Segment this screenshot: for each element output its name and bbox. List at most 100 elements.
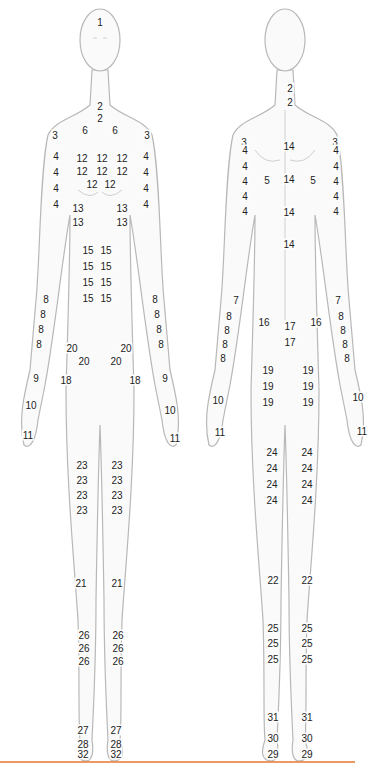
callout-number: 23 [110,505,123,516]
callout-number: 14 [282,141,295,152]
callout-number: 4 [241,176,249,187]
callout-number: 3 [51,130,59,141]
callout-number: 4 [142,151,150,162]
callout-number: 14 [282,207,295,218]
callout-number: 25 [300,638,313,649]
callout-number: 4 [332,161,340,172]
callout-number: 4 [142,199,150,210]
callout-number: 13 [71,203,84,214]
callout-number: 10 [24,400,37,411]
back-figure [207,9,364,761]
callout-number: 2 [96,101,104,112]
callout-number: 3 [143,130,151,141]
callout-number: 15 [81,293,94,304]
callout-number: 1 [96,17,104,28]
callout-number: 24 [265,495,278,506]
callout-number: 24 [300,447,313,458]
callout-number: 24 [265,447,278,458]
callout-number: 21 [74,578,87,589]
callout-number: 8 [39,309,47,320]
callout-number: 4 [52,167,60,178]
callout-number: 24 [265,479,278,490]
callout-number: 2 [96,113,104,124]
callout-number: 20 [65,343,78,354]
callout-number: 24 [300,463,313,474]
callout-number: 15 [99,261,112,272]
callout-number: 8 [155,324,163,335]
callout-number: 23 [75,460,88,471]
callout-number: 15 [99,293,112,304]
callout-number: 11 [356,426,368,437]
callout-number: 24 [300,479,313,490]
callout-number: 4 [241,161,249,172]
callout-number: 4 [52,151,60,162]
callout-number: 6 [111,125,119,136]
callout-number: 5 [309,175,317,186]
callout-number: 29 [266,749,279,760]
callout-number: 24 [300,495,313,506]
callout-number: 30 [266,733,279,744]
callout-number: 19 [301,381,314,392]
callout-number: 12 [95,166,108,177]
callout-number: 20 [109,356,122,367]
callout-number: 18 [59,375,72,386]
callout-number: 8 [223,325,231,336]
callout-number: 32 [76,749,89,760]
callout-number: 6 [81,125,89,136]
callout-number: 31 [266,712,279,723]
callout-number: 19 [301,397,314,408]
callout-number: 12 [103,179,116,190]
callout-number: 23 [110,460,123,471]
callout-number: 4 [52,183,60,194]
callout-number: 2 [286,97,294,108]
callout-number: 26 [111,643,124,654]
callout-number: 8 [221,339,229,350]
callout-number: 4 [241,145,249,156]
callout-number: 23 [110,490,123,501]
callout-number: 4 [241,191,249,202]
callout-number: 9 [32,373,40,384]
callout-number: 23 [75,475,88,486]
callout-number: 13 [115,217,128,228]
callout-number: 20 [119,343,132,354]
callout-number: 30 [300,733,313,744]
callout-number: 24 [265,463,278,474]
callout-number: 16 [309,317,322,328]
callout-number: 31 [300,712,313,723]
callout-number: 19 [261,397,274,408]
callout-number: 8 [35,339,43,350]
callout-number: 17 [283,337,296,348]
callout-number: 8 [225,311,233,322]
callout-number: 15 [81,277,94,288]
callout-number: 10 [211,395,224,406]
callout-number: 10 [351,392,364,403]
callout-number: 14 [282,174,295,185]
callout-number: 19 [301,365,314,376]
callout-number: 13 [115,203,128,214]
callout-number: 26 [77,643,90,654]
callout-number: 25 [266,654,279,665]
callout-number: 11 [214,427,226,438]
callout-number: 22 [266,575,279,586]
callout-number: 12 [85,179,98,190]
callout-number: 4 [332,206,340,217]
callout-number: 4 [241,206,249,217]
callout-number: 11 [169,433,181,444]
callout-number: 4 [52,199,60,210]
callout-number: 15 [81,261,94,272]
callout-number: 8 [153,309,161,320]
callout-number: 21 [110,578,123,589]
callout-number: 26 [77,656,90,667]
callout-number: 23 [75,505,88,516]
callout-number: 16 [257,317,270,328]
callout-number: 29 [300,749,313,760]
callout-number: 25 [266,623,279,634]
callout-number: 7 [334,295,342,306]
callout-number: 8 [42,294,50,305]
callout-number: 9 [161,373,169,384]
callout-number: 17 [283,321,296,332]
callout-number: 23 [110,475,123,486]
callout-number: 18 [128,375,141,386]
